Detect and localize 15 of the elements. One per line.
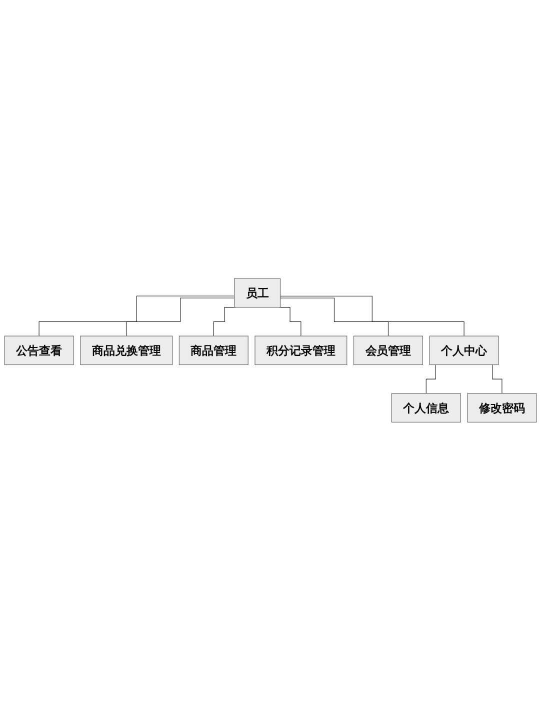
node-box: 商品管理 — [178, 336, 248, 366]
connector — [280, 298, 389, 336]
node-box: 商品兑换管理 — [80, 336, 173, 366]
node-box: 修改密码 — [467, 393, 537, 423]
node-box: 积分记录管理 — [254, 336, 348, 366]
node-box: 个人中心 — [429, 336, 499, 366]
connector — [213, 307, 236, 336]
connector — [38, 296, 235, 336]
connector — [126, 298, 235, 336]
node-box: 员工 — [234, 278, 281, 308]
connector — [280, 296, 464, 336]
node-box: 个人信息 — [391, 393, 461, 423]
connector — [278, 307, 302, 336]
node-box: 会员管理 — [353, 336, 423, 366]
node-box: 公告查看 — [4, 336, 74, 366]
